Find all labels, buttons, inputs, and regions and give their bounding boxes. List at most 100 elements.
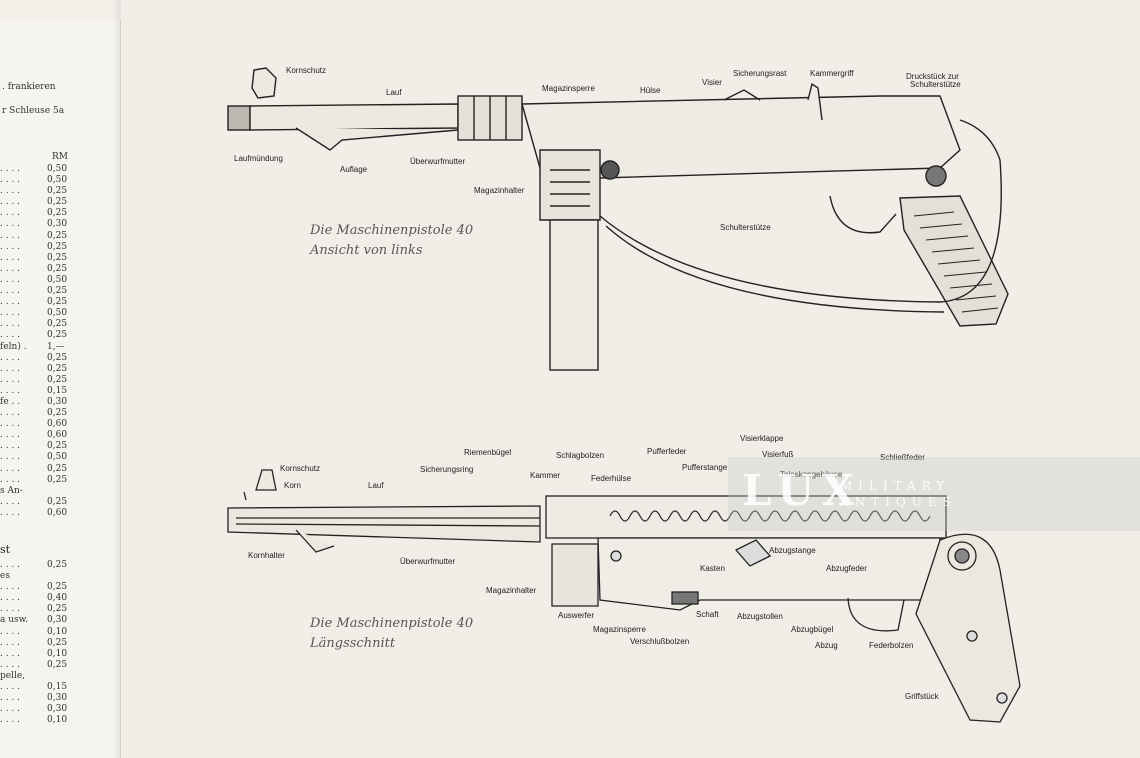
price-row-prefix: . . . . — [0, 197, 21, 208]
price-row: . . . .0,10 — [0, 627, 120, 638]
label-federhuelse: Federhülse — [591, 474, 632, 483]
price-row-prefix: . . . . — [0, 263, 21, 274]
price-row-prefix: . . . . — [0, 430, 21, 441]
price-row-value: 0,10 — [47, 626, 68, 637]
price-row-value: 0,25 — [47, 208, 68, 219]
label-magazinsperre: Magazinsperre — [542, 84, 595, 93]
price-row-prefix: . . . . — [0, 175, 21, 186]
price-row-value: 0,25 — [47, 496, 68, 507]
price-row-prefix: . . . . — [0, 441, 21, 452]
price-row-prefix: . . . . — [0, 308, 21, 319]
price-row: fe . . 0,30 — [0, 397, 120, 408]
price-row: . . . .0,15 — [0, 682, 120, 693]
price-row-value: 0,25 — [47, 197, 68, 208]
price-row: . . . .0,15 — [0, 386, 120, 397]
label-magazinhalter: Magazinhalter — [474, 186, 525, 195]
price-row-value: 0,10 — [47, 715, 68, 726]
price-row: . . . .0,25 — [0, 330, 120, 341]
label-kornschutz-2: Kornschutz — [280, 464, 321, 473]
label-kammer: Kammer — [530, 471, 561, 480]
caption-line: Längsschnitt — [310, 636, 396, 651]
price-row-value: 0,25 — [47, 263, 68, 274]
price-row-prefix: s An- — [0, 485, 23, 496]
price-row-prefix: . . . . — [0, 408, 21, 419]
price-row: . . . .0,25 — [0, 660, 120, 671]
label-verschlussbolzen: Verschlußbolzen — [630, 637, 690, 646]
price-row: pelle, — [0, 671, 120, 682]
top-figure-caption: Die Maschinenpistole 40 Ansicht von link… — [310, 221, 473, 261]
price-row-value: 0,30 — [47, 615, 68, 626]
price-row-value: 0,25 — [47, 352, 68, 363]
label-sicherungsring: Sicherungsring — [420, 465, 474, 474]
label-schlagbolzen: Schlagbolzen — [556, 451, 605, 460]
price-row-prefix: . . . . — [0, 496, 21, 507]
price-row-prefix: . . . . — [0, 219, 21, 230]
rm-header: RM — [52, 152, 68, 162]
price-row: . . . . 0,25 — [0, 197, 120, 208]
price-row-value: 0,30 — [47, 396, 68, 407]
price-row: . . . .0,25 — [0, 186, 120, 197]
price-row: . . . .0,60 — [0, 508, 120, 519]
price-row-prefix: . . . . — [0, 604, 21, 615]
price-row-prefix: fe . . — [0, 396, 21, 407]
label-auswerfer: Auswerfer — [558, 611, 595, 620]
label-magazinhalter-2: Magazinhalter — [486, 586, 537, 595]
price-row-prefix: . . . . — [0, 693, 21, 704]
price-row: . . . .0,25 — [0, 582, 120, 593]
mp40-left-view — [227, 67, 1009, 371]
price-row-value: 0,60 — [47, 419, 68, 430]
price-row: . . . .0,30 — [0, 219, 120, 230]
watermark-sub-2: ANTIQUES — [840, 495, 957, 509]
label-abzugbuegel: Abzugbügel — [791, 625, 834, 634]
price-row-prefix: . . . . — [0, 297, 21, 308]
price-row-prefix: . . . . — [0, 582, 21, 593]
price-column: RM . . . .0,50. . . .0,50. . . .0,25. . … — [0, 152, 120, 519]
caption-line: Ansicht von links — [310, 243, 423, 258]
price-row: . . . .0,25 — [0, 604, 120, 615]
price-row: . . . .0,25 — [0, 408, 120, 419]
price-row-value: 0,50 — [47, 308, 68, 319]
price-row: . . . .0,10 — [0, 715, 120, 726]
price-row-value: 0,25 — [47, 374, 68, 385]
price-row-prefix: . . . . — [0, 385, 21, 396]
price-row-prefix: . . . . — [0, 452, 21, 463]
price-row: . . . .0,25 — [0, 475, 120, 486]
caption-line: Die Maschinenpistole 40 — [310, 223, 474, 238]
price-row-value: 1,— — [47, 341, 65, 352]
watermark-subtext: MILITARY ANTIQUES — [840, 478, 957, 510]
watermark-logo-text: LUX — [742, 466, 863, 515]
price-row: . . . . 0,50 — [0, 308, 120, 319]
label-schaft: Schaft — [696, 610, 719, 619]
price-row-value: 0,50 — [47, 175, 68, 186]
price-row: . . . .0,25 — [0, 353, 120, 364]
price-row-value: 0,40 — [47, 593, 68, 604]
label-kammergriff: Kammergriff — [810, 69, 854, 78]
price-row: . . . .0,50 — [0, 275, 120, 286]
price-row: . . . .0,60 — [0, 419, 120, 430]
label-lauf-2: Lauf — [368, 481, 384, 490]
price-row: . . . .0,60 — [0, 430, 120, 441]
bottom-figure-caption: Die Maschinenpistole 40 Längsschnitt — [310, 614, 473, 654]
price-row-prefix: . . . . — [0, 659, 21, 670]
label-auflage: Auflage — [340, 165, 368, 174]
price-row: . . . .0,25 — [0, 286, 120, 297]
price-row-value: 0,30 — [47, 693, 68, 704]
label-visier: Visier — [702, 78, 722, 87]
label-visierfuss: Visierfuß — [762, 450, 794, 459]
label-schliessfeder: Schließfeder — [880, 453, 925, 462]
label-lauf: Lauf — [386, 88, 402, 97]
label-federbolzen: Federbolzen — [869, 641, 914, 650]
price-row-prefix: . . . . — [0, 241, 21, 252]
price-row-value: 0,25 — [47, 560, 68, 570]
price-row: a usw.0,30 — [0, 615, 120, 626]
price-row-value: 0,15 — [47, 682, 68, 693]
price-row-prefix: . . . . — [0, 164, 21, 174]
price-row-prefix: . . . . — [0, 363, 21, 374]
price-row-value: 0,25 — [47, 297, 68, 308]
price-row: . . . .0,25 — [0, 638, 120, 649]
price-row: . . . .0,25 — [0, 364, 120, 375]
label-kornschutz: Kornschutz — [286, 66, 327, 75]
label-abzugstange: Abzugstange — [769, 546, 816, 555]
left-header-lines: . frankieren r Schleuse 5a — [0, 82, 120, 130]
